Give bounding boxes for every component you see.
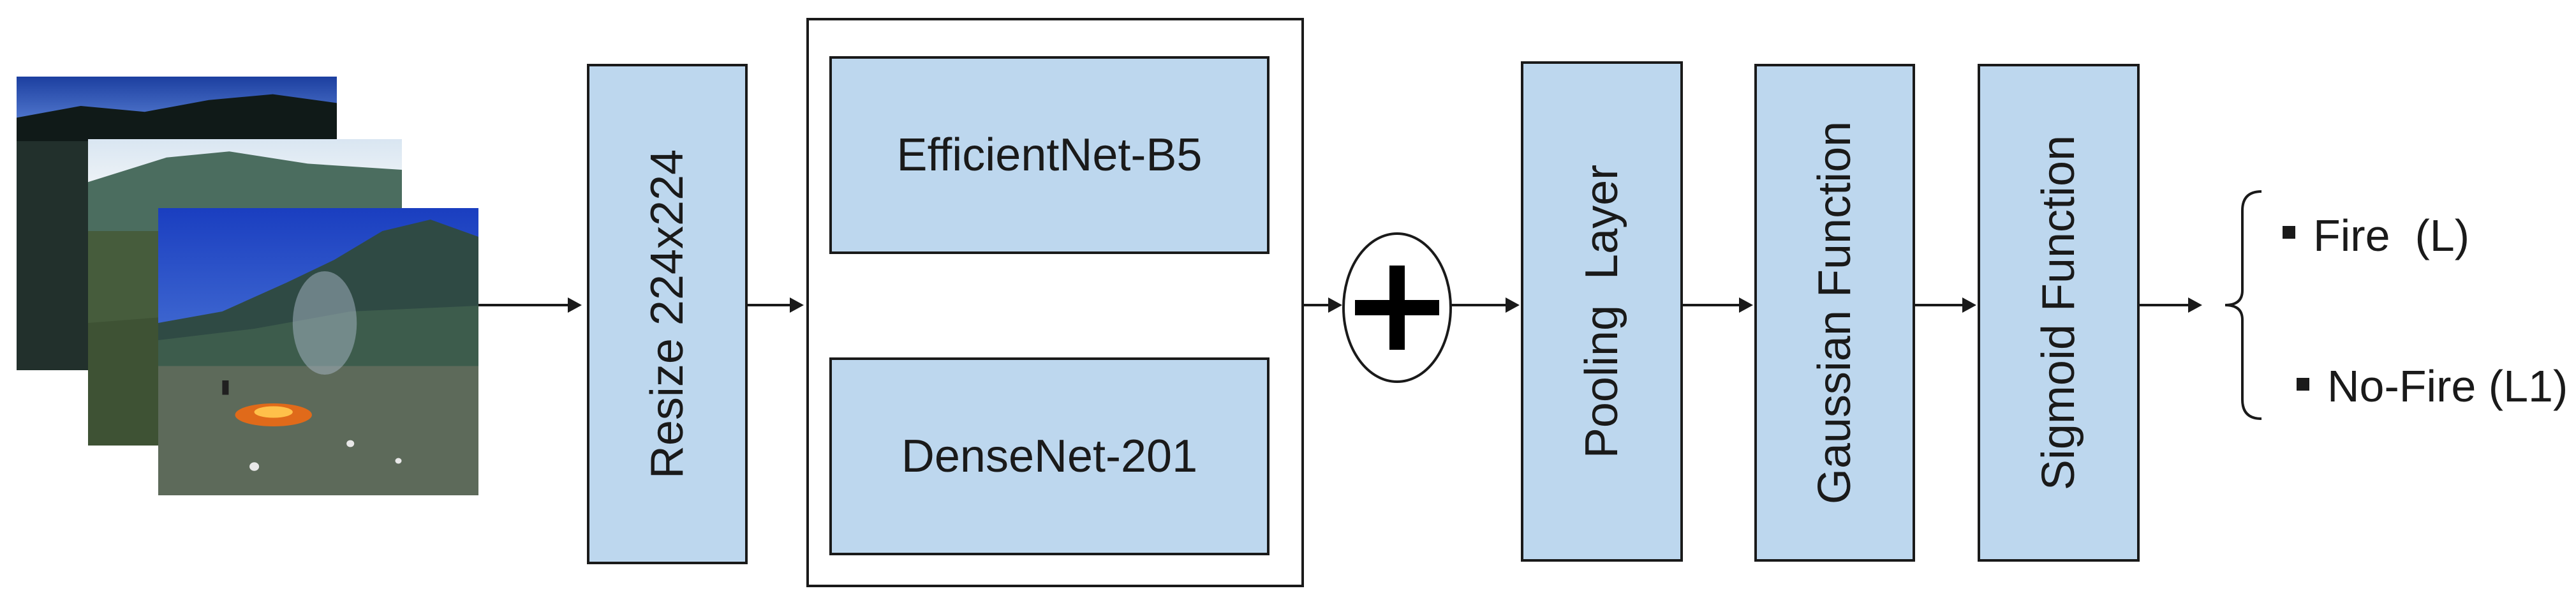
- input-image-front: [158, 208, 478, 495]
- output-brace: [2224, 190, 2262, 420]
- output-label-nofire: No-Fire (L1): [2327, 361, 2568, 411]
- output-bullet-fire: [2283, 226, 2295, 239]
- output-label-fire: Fire (L): [2313, 211, 2469, 260]
- plus-icon: [1355, 266, 1439, 350]
- efficientnet-block: EfficientNet-B5: [829, 56, 1269, 254]
- efficientnet-label: EfficientNet-B5: [896, 130, 1203, 181]
- sigmoid-function-block: Sigmoid Function: [1978, 64, 2140, 562]
- densenet-block: DenseNet-201: [829, 357, 1269, 555]
- fusion-node: [1342, 232, 1452, 383]
- resize-block: Resize 224x224: [587, 64, 748, 564]
- output-bullet-nofire: [2297, 378, 2309, 391]
- pooling-layer-block: Pooling Layer: [1521, 61, 1683, 562]
- densenet-label: DenseNet-201: [901, 431, 1198, 482]
- gaussian-function-block: Gaussian Function: [1754, 64, 1915, 562]
